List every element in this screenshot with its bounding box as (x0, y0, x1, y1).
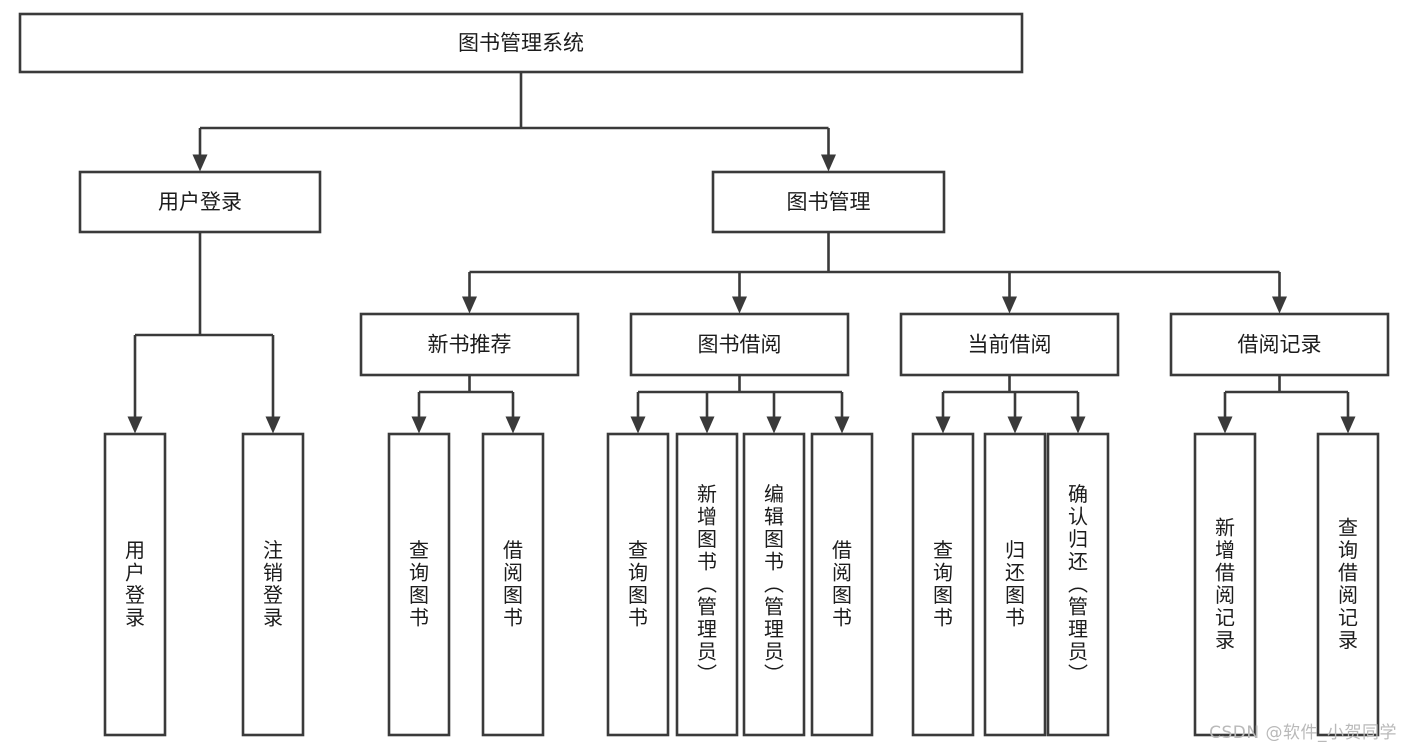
node-leaf-add-record[interactable]: 新增借阅记录 (1193, 432, 1257, 737)
node-label: 查询借阅记录 (1338, 516, 1358, 653)
arrow-head-icon (699, 416, 715, 434)
arrow-head-icon (127, 416, 143, 434)
node-box (711, 170, 946, 234)
node-label: 归还图书 (1005, 538, 1025, 630)
node-label: 查询图书 (409, 538, 429, 630)
node-label: 用户登录 (125, 538, 145, 630)
node-box (359, 312, 580, 377)
arrow-head-icon (1217, 416, 1233, 434)
node-label: 图书借阅 (698, 333, 782, 357)
node-box (241, 432, 305, 737)
arrow-head-icon (834, 416, 850, 434)
arrow-head-icon (462, 296, 477, 314)
node-box (899, 312, 1120, 377)
node-leaf-borrow-book-1[interactable]: 借阅图书 (481, 432, 545, 737)
node-leaf-edit-book[interactable]: 编辑图书︵管理员︶ (742, 432, 806, 737)
node-leaf-confirm-return[interactable]: 确认归还︵管理员︶ (1046, 432, 1110, 737)
node-box (983, 432, 1047, 737)
edge-group-root (192, 72, 836, 172)
node-box (810, 432, 874, 737)
arrow-head-icon (1070, 416, 1086, 434)
node-borrow-record[interactable]: 借阅记录 (1169, 312, 1390, 377)
node-root[interactable]: 图书管理系统 (18, 12, 1024, 74)
node-box (606, 432, 670, 737)
node-label: 查询图书 (933, 538, 953, 630)
node-label: 图书管理 (787, 190, 871, 214)
node-box (18, 12, 1024, 74)
node-box (1046, 432, 1110, 737)
arrow-head-icon (505, 416, 521, 434)
arrow-head-icon (1002, 296, 1017, 314)
edge-group-user-login (127, 232, 281, 434)
arrow-head-icon (265, 416, 281, 434)
arrow-head-icon (192, 154, 208, 172)
node-label: 确认归还︵管理员︶ (1068, 482, 1088, 686)
node-label: 注销登录 (263, 538, 283, 630)
node-new-book-recommend[interactable]: 新书推荐 (359, 312, 580, 377)
edge-group-book-borrow (630, 375, 850, 434)
node-box (481, 432, 545, 737)
node-label: 当前借阅 (968, 333, 1052, 357)
nodes-layer: 图书管理系统用户登录图书管理新书推荐图书借阅当前借阅借阅记录用户登录注销登录查询… (18, 12, 1390, 737)
node-leaf-query-book-2[interactable]: 查询图书 (606, 432, 670, 737)
arrow-head-icon (1340, 416, 1356, 434)
node-leaf-query-book-1[interactable]: 查询图书 (387, 432, 451, 737)
node-label: 借阅记录 (1238, 333, 1322, 357)
node-book-manage[interactable]: 图书管理 (711, 170, 946, 234)
edge-group-new-book-recommend (411, 375, 521, 434)
node-current-borrow[interactable]: 当前借阅 (899, 312, 1120, 377)
node-box (1169, 312, 1390, 377)
watermark: CSDN @软件_小贺同学 (1209, 723, 1397, 743)
node-label: 借阅图书 (503, 538, 523, 630)
node-book-borrow[interactable]: 图书借阅 (629, 312, 850, 377)
arrow-head-icon (935, 416, 951, 434)
node-leaf-add-book[interactable]: 新增图书︵管理员︶ (675, 432, 739, 737)
node-label: 借阅图书 (832, 538, 852, 630)
node-leaf-query-record[interactable]: 查询借阅记录 (1316, 432, 1380, 737)
node-leaf-borrow-book-2[interactable]: 借阅图书 (810, 432, 874, 737)
arrow-head-icon (732, 296, 747, 314)
edge-group-current-borrow (935, 375, 1086, 434)
node-box (675, 432, 739, 737)
node-label: 新增借阅记录 (1215, 516, 1235, 653)
arrow-head-icon (1007, 416, 1023, 434)
arrow-head-icon (630, 416, 646, 434)
node-box (742, 432, 806, 737)
node-label: 新增图书︵管理员︶ (697, 482, 717, 686)
arrow-head-icon (766, 416, 782, 434)
node-label: 新书推荐 (428, 333, 512, 357)
edge-group-book-manage (462, 232, 1287, 314)
node-box (1193, 432, 1257, 737)
node-leaf-user-logout[interactable]: 注销登录 (241, 432, 305, 737)
node-box (387, 432, 451, 737)
node-label: 图书管理系统 (458, 31, 584, 55)
node-leaf-user-login[interactable]: 用户登录 (103, 432, 167, 737)
arrow-head-icon (411, 416, 427, 434)
node-box (103, 432, 167, 737)
node-box (629, 312, 850, 377)
node-leaf-query-book-3[interactable]: 查询图书 (911, 432, 975, 737)
edge-group-borrow-record (1217, 375, 1356, 434)
node-label: 用户登录 (158, 190, 242, 214)
node-box (911, 432, 975, 737)
arrow-head-icon (821, 154, 836, 172)
node-box (1316, 432, 1380, 737)
node-box (78, 170, 322, 234)
node-leaf-return-book[interactable]: 归还图书 (983, 432, 1047, 737)
edges-layer (127, 72, 1356, 434)
node-user-login[interactable]: 用户登录 (78, 170, 322, 234)
node-label: 查询图书 (628, 538, 648, 630)
arrow-head-icon (1272, 296, 1287, 314)
node-label: 编辑图书︵管理员︶ (764, 482, 784, 686)
